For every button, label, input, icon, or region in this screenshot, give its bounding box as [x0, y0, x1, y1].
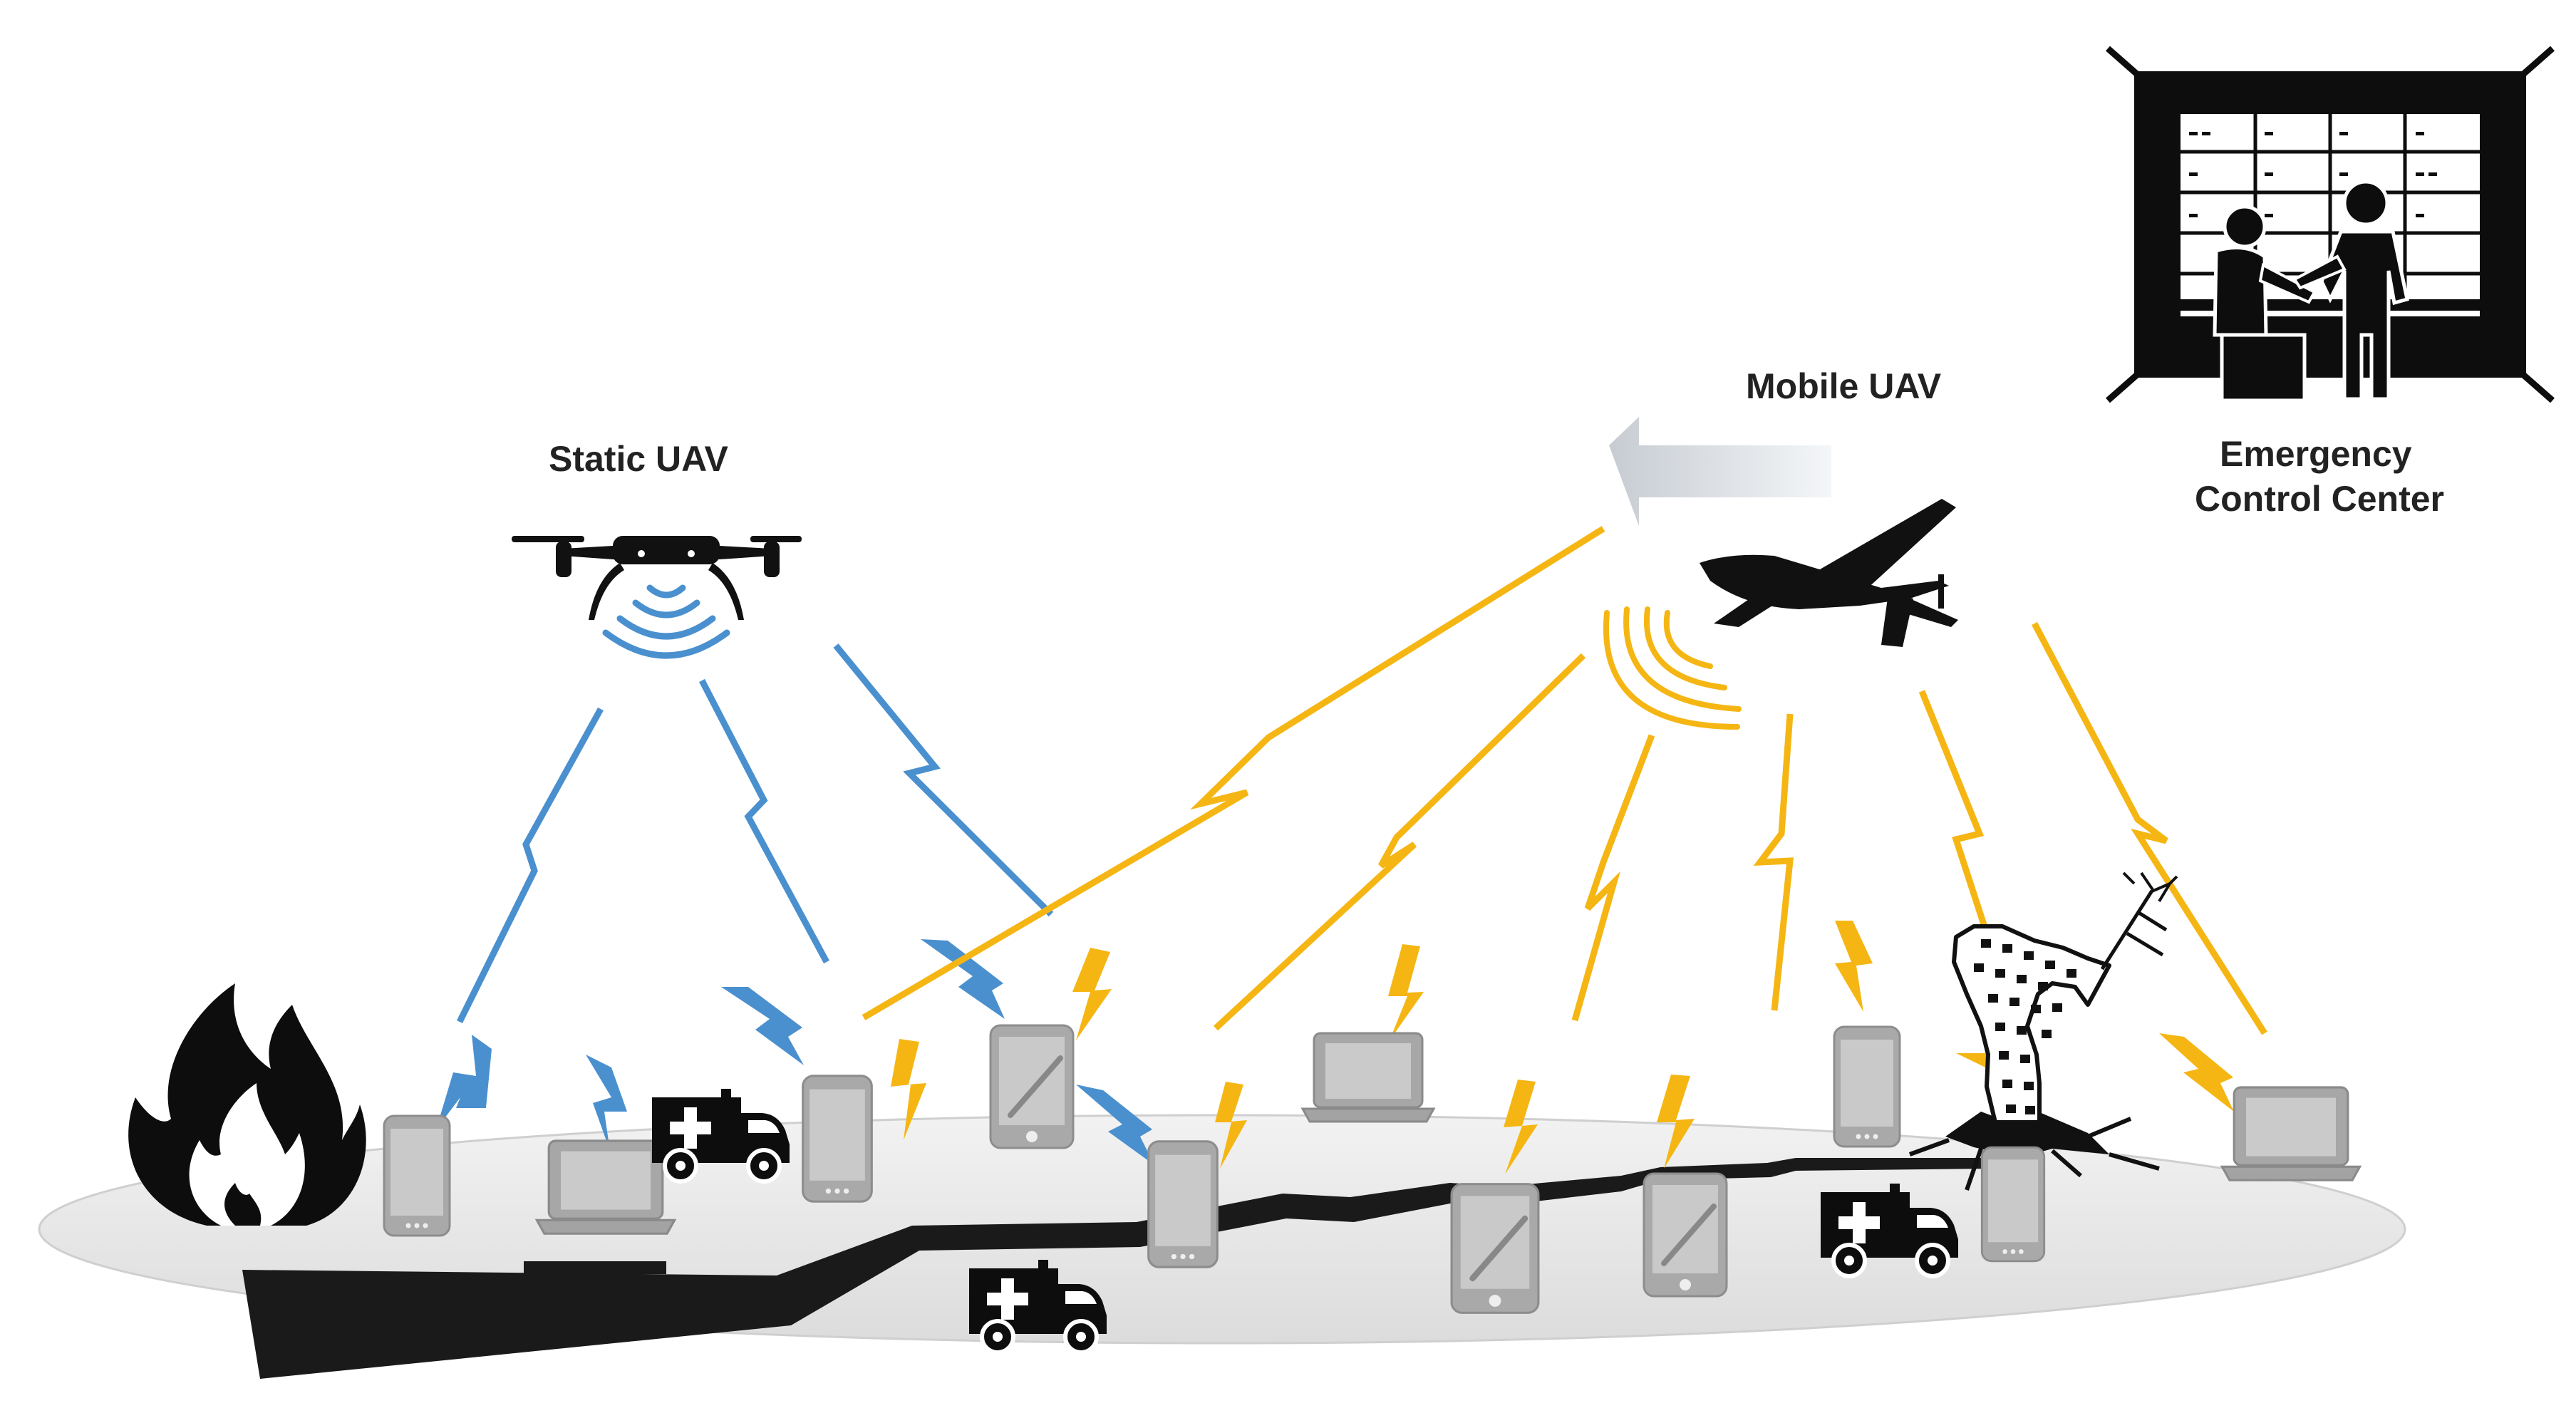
collapsed-building-icon — [1908, 871, 2178, 1191]
quadcopter-icon — [512, 536, 802, 620]
static-link-3 — [833, 643, 1054, 917]
static-uav-links — [456, 643, 1054, 1023]
mobile-signal-waves-icon — [1603, 606, 1742, 730]
mobile-link-4 — [1753, 713, 1794, 1011]
mobile-link-6 — [2032, 621, 2267, 1035]
road — [242, 1158, 1992, 1379]
fixed-wing-drone-icon — [1700, 499, 1958, 647]
fire-icon — [128, 983, 366, 1226]
static-uav-label: Static UAV — [549, 439, 728, 479]
mobile-link-2 — [1213, 653, 1586, 1031]
static-link-bolts — [436, 939, 1154, 1165]
mobile-uav-label: Mobile UAV — [1746, 366, 1942, 406]
control-room-icon — [2106, 46, 2555, 403]
signal-waves-icon — [602, 584, 730, 659]
control-center-label-line2: Control Center — [2195, 479, 2444, 519]
static-link-1 — [456, 707, 604, 1023]
left-arrow-icon — [1609, 417, 1831, 526]
mobile-link-1 — [862, 526, 1605, 1020]
control-center-label-line1: Emergency — [2220, 434, 2412, 474]
static-link-2 — [699, 678, 829, 964]
mobile-uav-links — [862, 526, 2267, 1070]
mobile-link-3 — [1571, 734, 1655, 1022]
mobile-link-bolts — [891, 921, 2234, 1174]
